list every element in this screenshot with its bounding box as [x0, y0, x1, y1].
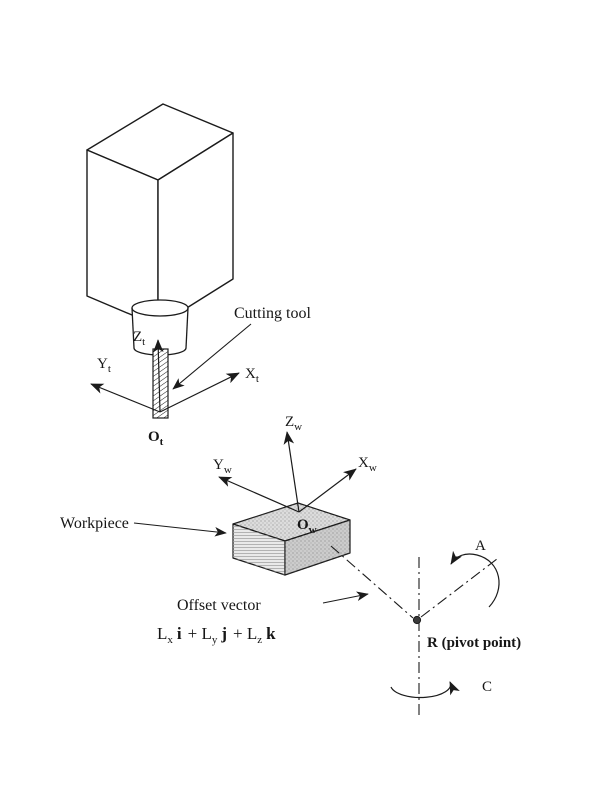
pivot-point-marker	[412, 615, 422, 625]
work-axes	[218, 431, 357, 513]
c-rotation-arrow	[390, 681, 460, 699]
workpiece-front-texture	[233, 524, 285, 575]
tool-holder-right-edge	[185, 307, 189, 349]
tool-axes	[90, 339, 240, 413]
workpiece-right-texture	[285, 520, 350, 575]
tool-holder-top-rim	[131, 299, 189, 317]
workpiece-top-texture	[233, 503, 350, 541]
tool-holder	[131, 299, 189, 356]
cutting-tool-shaft-body	[152, 348, 169, 419]
cutting-tool-label: Cutting tool	[234, 305, 311, 322]
work-x-axis-label: Xw	[358, 455, 377, 474]
tool-origin-label: Ot	[148, 429, 164, 448]
tool-y-axis-label: Yt	[97, 356, 111, 375]
spindle-housing-right-face	[157, 132, 234, 327]
a-axis-label: A	[475, 538, 486, 554]
work-origin-label: Ow	[297, 517, 317, 536]
cutting-tool-shaft	[152, 348, 169, 419]
tool-x-axis-label: Xt	[245, 366, 259, 385]
a-rotation-arrow	[450, 550, 500, 608]
offset-vector-line	[330, 545, 414, 619]
tool-y-axis-arrow	[90, 383, 161, 413]
pivot-point-label: R (pivot point)	[427, 635, 521, 651]
c-axis-label: C	[482, 679, 492, 695]
workpiece-block	[232, 502, 351, 576]
workpiece-leader-arrow	[133, 522, 227, 537]
tool-z-axis-arrow	[153, 339, 164, 413]
tool-z-axis-label: Zt	[133, 329, 145, 348]
tool-holder-left-edge	[131, 307, 135, 349]
work-z-axis-arrow	[283, 431, 300, 513]
work-y-axis-label: Yw	[213, 457, 232, 476]
work-x-axis-arrow	[298, 468, 357, 513]
offset-vector-leader-arrow	[322, 591, 369, 604]
work-y-axis-arrow	[218, 476, 300, 513]
tool-x-axis-arrow	[159, 372, 240, 413]
spindle-housing	[86, 103, 234, 327]
cutting-tool-leader-arrow	[172, 323, 252, 390]
offset-vector-label: Offset vector	[177, 597, 261, 614]
a-axis-line	[420, 558, 498, 618]
work-z-axis-label: Zw	[285, 414, 302, 433]
spindle-housing-front-face	[86, 149, 159, 327]
workpiece-label: Workpiece	[60, 515, 129, 532]
